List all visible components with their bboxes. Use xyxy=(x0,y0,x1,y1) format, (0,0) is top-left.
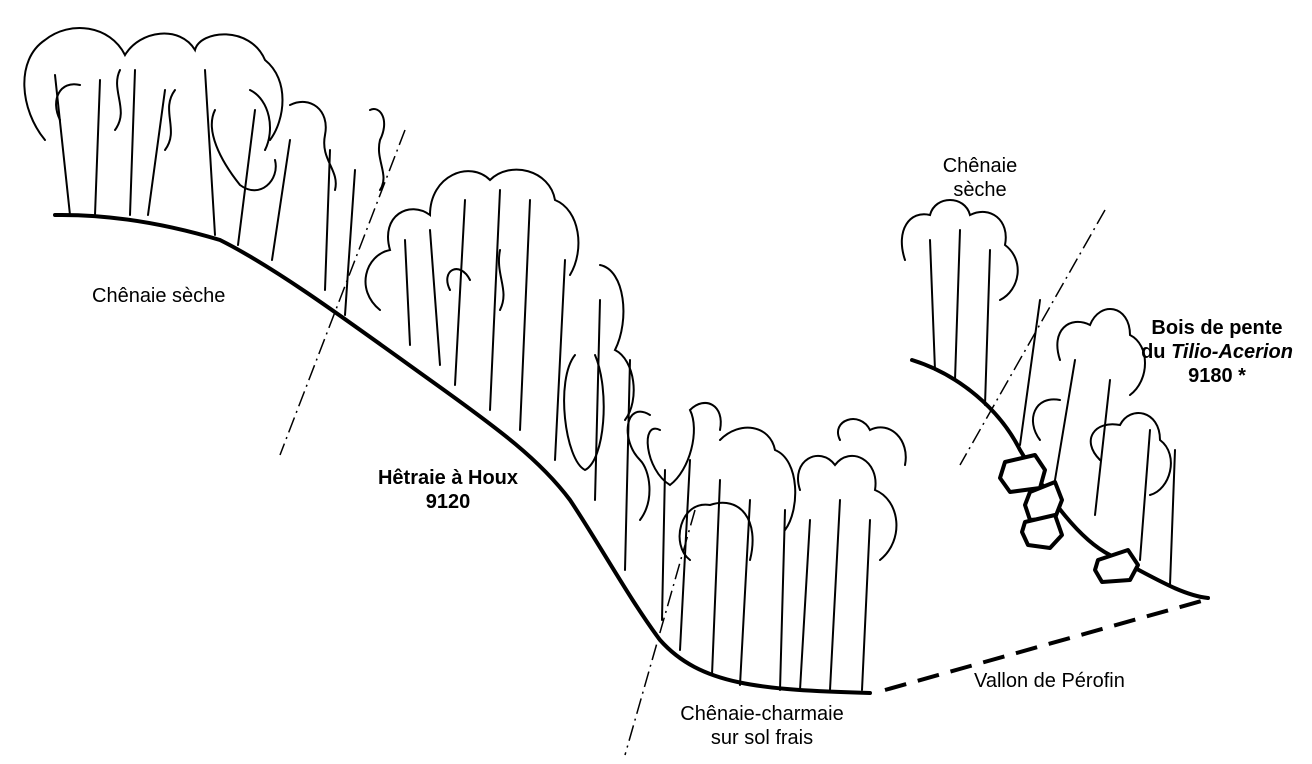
label-vallon-perofin: Vallon de Pérofin xyxy=(974,669,1125,693)
tree-trunk xyxy=(985,250,990,405)
label-bois-prefix: du xyxy=(1141,341,1171,363)
label-chenaie-seche-right-line1: Chênaie xyxy=(925,154,1035,178)
tree-trunk xyxy=(1020,300,1040,445)
boundary-line-upper xyxy=(280,130,405,455)
label-hetraie-houx-code: 9120 xyxy=(358,490,538,514)
tree-trunk xyxy=(430,230,440,365)
label-chenaie-charmaie-name: Chênaie-charmaie xyxy=(657,702,867,726)
boulder xyxy=(1000,455,1045,492)
tree-group-left xyxy=(24,28,384,315)
boulder xyxy=(1022,515,1062,548)
label-chenaie-seche-right: Chênaie sèche xyxy=(925,154,1035,202)
label-bois-de-pente: Bois de pente du Tilio-Acerion 9180 * xyxy=(1122,316,1312,388)
tree-trunk xyxy=(345,170,355,315)
tree-crown xyxy=(212,90,276,190)
tree-trunk xyxy=(520,200,530,430)
tree-group-lower xyxy=(648,403,906,690)
label-chenaie-seche-left: Chênaie sèche xyxy=(92,284,225,308)
boulder xyxy=(1095,550,1138,582)
tree-trunk xyxy=(930,240,935,370)
tree-trunk xyxy=(1095,380,1110,515)
tree-crown xyxy=(628,412,650,520)
tree-crown xyxy=(838,419,906,465)
label-hetraie-houx-name: Hêtraie à Houx xyxy=(358,466,538,490)
tree-trunk xyxy=(205,70,215,235)
tree-trunk xyxy=(595,300,600,500)
tree-crown xyxy=(366,170,579,310)
tree-trunk xyxy=(830,500,840,690)
label-chenaie-seche-right-line2: sèche xyxy=(925,178,1035,202)
tree-trunk xyxy=(680,460,690,650)
label-chenaie-charmaie: Chênaie-charmaie sur sol frais xyxy=(657,702,867,750)
tree-trunk xyxy=(95,80,100,215)
label-bois-code: 9180 * xyxy=(1122,364,1312,388)
tree-trunk xyxy=(955,230,960,380)
right-slope-ground-line xyxy=(912,360,1208,598)
tree-trunk xyxy=(800,520,810,690)
tree-trunk xyxy=(148,90,165,215)
tree-trunk xyxy=(780,510,785,690)
tree-trunk xyxy=(272,140,290,260)
tree-trunk xyxy=(712,480,720,675)
tree-trunk xyxy=(1140,430,1150,560)
tree-crown xyxy=(370,109,384,190)
tree-trunk xyxy=(490,190,500,410)
tree-crown xyxy=(56,70,175,150)
tree-trunk xyxy=(862,520,870,690)
label-bois-line2: du Tilio-Acerion xyxy=(1122,340,1312,364)
label-hetraie-houx: Hêtraie à Houx 9120 xyxy=(358,466,538,514)
label-bois-tilio-acerion: Tilio-Acerion xyxy=(1171,341,1293,363)
tree-trunk xyxy=(238,110,255,245)
tree-trunk xyxy=(55,75,70,215)
tree-trunk xyxy=(405,240,410,345)
tree-trunk xyxy=(455,200,465,385)
tree-crown xyxy=(648,403,721,485)
tree-crown xyxy=(1033,399,1060,440)
tree-trunk xyxy=(740,500,750,685)
tree-trunk xyxy=(555,260,565,460)
label-chenaie-charmaie-soil: sur sol frais xyxy=(657,726,867,750)
tree-crown xyxy=(24,28,282,140)
tree-trunk xyxy=(625,360,630,570)
tree-trunk xyxy=(1055,360,1075,480)
tree-trunk xyxy=(130,70,135,215)
boundary-line-right xyxy=(960,210,1105,465)
tree-trunk xyxy=(325,150,330,290)
label-bois-line1: Bois de pente xyxy=(1122,316,1312,340)
tree-crown xyxy=(798,456,896,560)
tree-trunk xyxy=(662,470,665,620)
